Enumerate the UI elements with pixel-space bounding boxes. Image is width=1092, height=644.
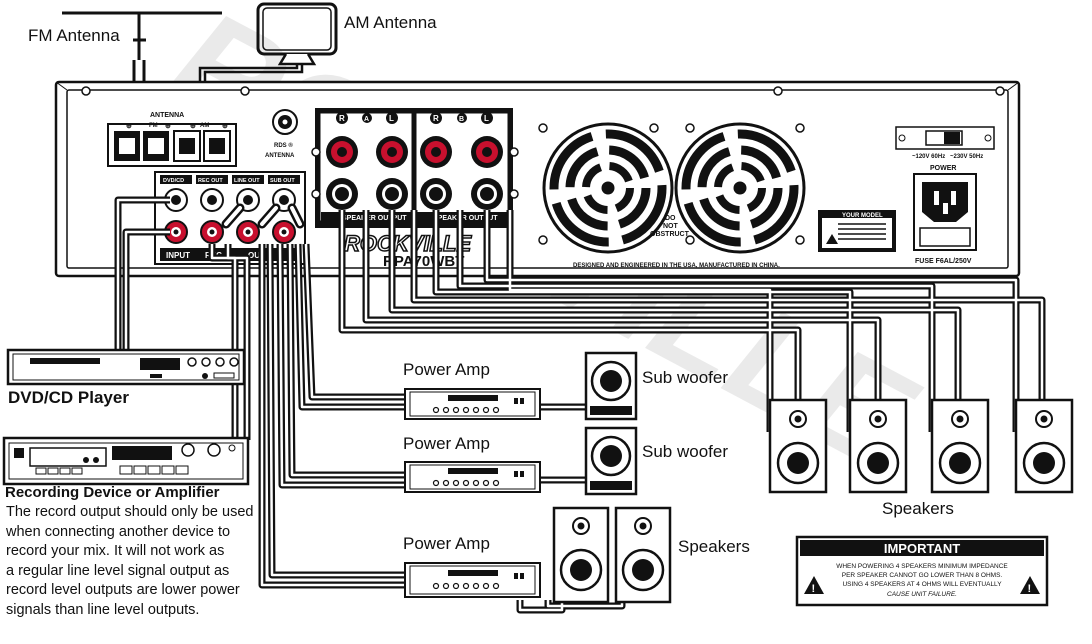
power-amp-3-icon bbox=[404, 562, 541, 598]
speaker-pair-icon bbox=[552, 506, 672, 604]
sub-woofer-1-icon bbox=[584, 351, 638, 421]
power-amp-3-label: Power Amp bbox=[403, 534, 490, 553]
svg-text:!: ! bbox=[1028, 583, 1032, 595]
svg-text:~230V 50Hz: ~230V 50Hz bbox=[950, 154, 983, 160]
out-label: OUT bbox=[248, 251, 265, 260]
speaker-output-section: R A L R B L bbox=[311, 108, 519, 228]
dvd-player-icon bbox=[6, 348, 246, 386]
svg-text:R: R bbox=[433, 114, 439, 123]
designed-in-usa: DESIGNED AND ENGINEERED IN THE USA, MANU… bbox=[573, 263, 780, 269]
antenna-label: ANTENNA bbox=[150, 112, 184, 119]
speakers-pair-label: Speakers bbox=[678, 537, 750, 556]
antenna-terminals: ⊕ ⊕ ⊕ ⊕ ANTENNA FM AM bbox=[107, 112, 237, 167]
speakers-right-icon bbox=[768, 398, 1074, 494]
important-notice: IMPORTANT WHEN POWERING 4 SPEAKERS MINIM… bbox=[795, 535, 1049, 607]
svg-text:L: L bbox=[484, 114, 489, 123]
sub-woofer-1-label: Sub woofer bbox=[642, 368, 728, 387]
svg-text:SPEAKER OUTPUT: SPEAKER OUTPUT bbox=[433, 215, 498, 222]
svg-text:⊕: ⊕ bbox=[190, 123, 196, 130]
svg-text:⊕: ⊕ bbox=[126, 123, 132, 130]
svg-text:R: R bbox=[339, 114, 345, 123]
model-label: RPA70WBT bbox=[383, 253, 464, 270]
recording-device-label: Recording Device or Amplifier bbox=[5, 484, 220, 501]
svg-text:!: ! bbox=[812, 583, 816, 595]
svg-text:B: B bbox=[459, 116, 464, 123]
svg-text:A: A bbox=[364, 116, 369, 123]
cooling-fans bbox=[538, 122, 806, 254]
rds-antenna-label: ANTENNA bbox=[265, 153, 295, 159]
power-amp-2-label: Power Amp bbox=[403, 434, 490, 453]
speakers-right-label: Speakers bbox=[882, 499, 954, 518]
svg-text:L: L bbox=[389, 114, 394, 123]
important-title: IMPORTANT bbox=[884, 541, 960, 556]
rds-label: RDS ® bbox=[274, 142, 293, 149]
fm-antenna-label: FM Antenna bbox=[28, 26, 120, 45]
svg-text:WHEN POWERING 4 SPEAKERS MINIM: WHEN POWERING 4 SPEAKERS MINIMUM IMPEDAN… bbox=[836, 563, 1008, 570]
input-label: INPUT bbox=[166, 251, 190, 260]
svg-text:YOUR MODEL: YOUR MODEL bbox=[842, 213, 883, 219]
rds-antenna-jack: RDS ® ANTENNA bbox=[265, 109, 298, 159]
cables bbox=[114, 196, 1046, 614]
power-label: POWER bbox=[930, 165, 956, 172]
power-amp-1-icon bbox=[404, 388, 541, 420]
am-label: AM bbox=[200, 123, 209, 129]
svg-text:⊕: ⊕ bbox=[222, 123, 228, 130]
warning-sticker: YOUR MODEL bbox=[818, 210, 896, 252]
recording-note: The record output should only be used wh… bbox=[6, 504, 254, 618]
power-amp-2-icon bbox=[404, 461, 541, 493]
svg-text:CAUSE UNIT FAILURE.: CAUSE UNIT FAILURE. bbox=[887, 591, 957, 598]
dvd-player-label: DVD/CD Player bbox=[8, 388, 129, 407]
speaker-output-label: SPEAKER OUTPUT bbox=[342, 215, 407, 222]
svg-text:SUB OUT: SUB OUT bbox=[270, 178, 295, 184]
power-amp-1-label: Power Amp bbox=[403, 360, 490, 379]
svg-text:DO: DO bbox=[665, 215, 676, 222]
svg-text:PER SPEAKER CANNOT GO LOWER TH: PER SPEAKER CANNOT GO LOWER THAN 8 OHMS. bbox=[842, 572, 1003, 579]
svg-text:REC OUT: REC OUT bbox=[198, 178, 223, 184]
fm-label: FM bbox=[149, 123, 158, 129]
sub-woofer-2-icon bbox=[584, 426, 638, 496]
warning-icon bbox=[1020, 576, 1040, 594]
warning-icon bbox=[804, 576, 824, 594]
svg-text:NOT: NOT bbox=[663, 223, 679, 230]
svg-text:⊕: ⊕ bbox=[165, 123, 171, 130]
power-socket bbox=[913, 173, 977, 251]
fuse-label: FUSE F6AL/250V bbox=[915, 258, 972, 265]
am-antenna-icon bbox=[198, 2, 338, 118]
svg-text:USING 4 SPEAKERS AT 4 OHMS WIL: USING 4 SPEAKERS AT 4 OHMS WILL EVENTUAL… bbox=[842, 581, 1002, 588]
svg-text:OBSTRUCT: OBSTRUCT bbox=[650, 231, 690, 238]
svg-text:LINE OUT: LINE OUT bbox=[234, 178, 260, 184]
recording-device-icon bbox=[2, 436, 250, 486]
svg-text:~120V 60Hz: ~120V 60Hz bbox=[912, 154, 945, 160]
am-antenna-label: AM Antenna bbox=[344, 13, 437, 32]
svg-text:DVD/CD: DVD/CD bbox=[163, 178, 184, 184]
voltage-switch: ~120V 60Hz ~230V 50Hz bbox=[895, 126, 995, 160]
sub-woofer-2-label: Sub woofer bbox=[642, 442, 728, 461]
